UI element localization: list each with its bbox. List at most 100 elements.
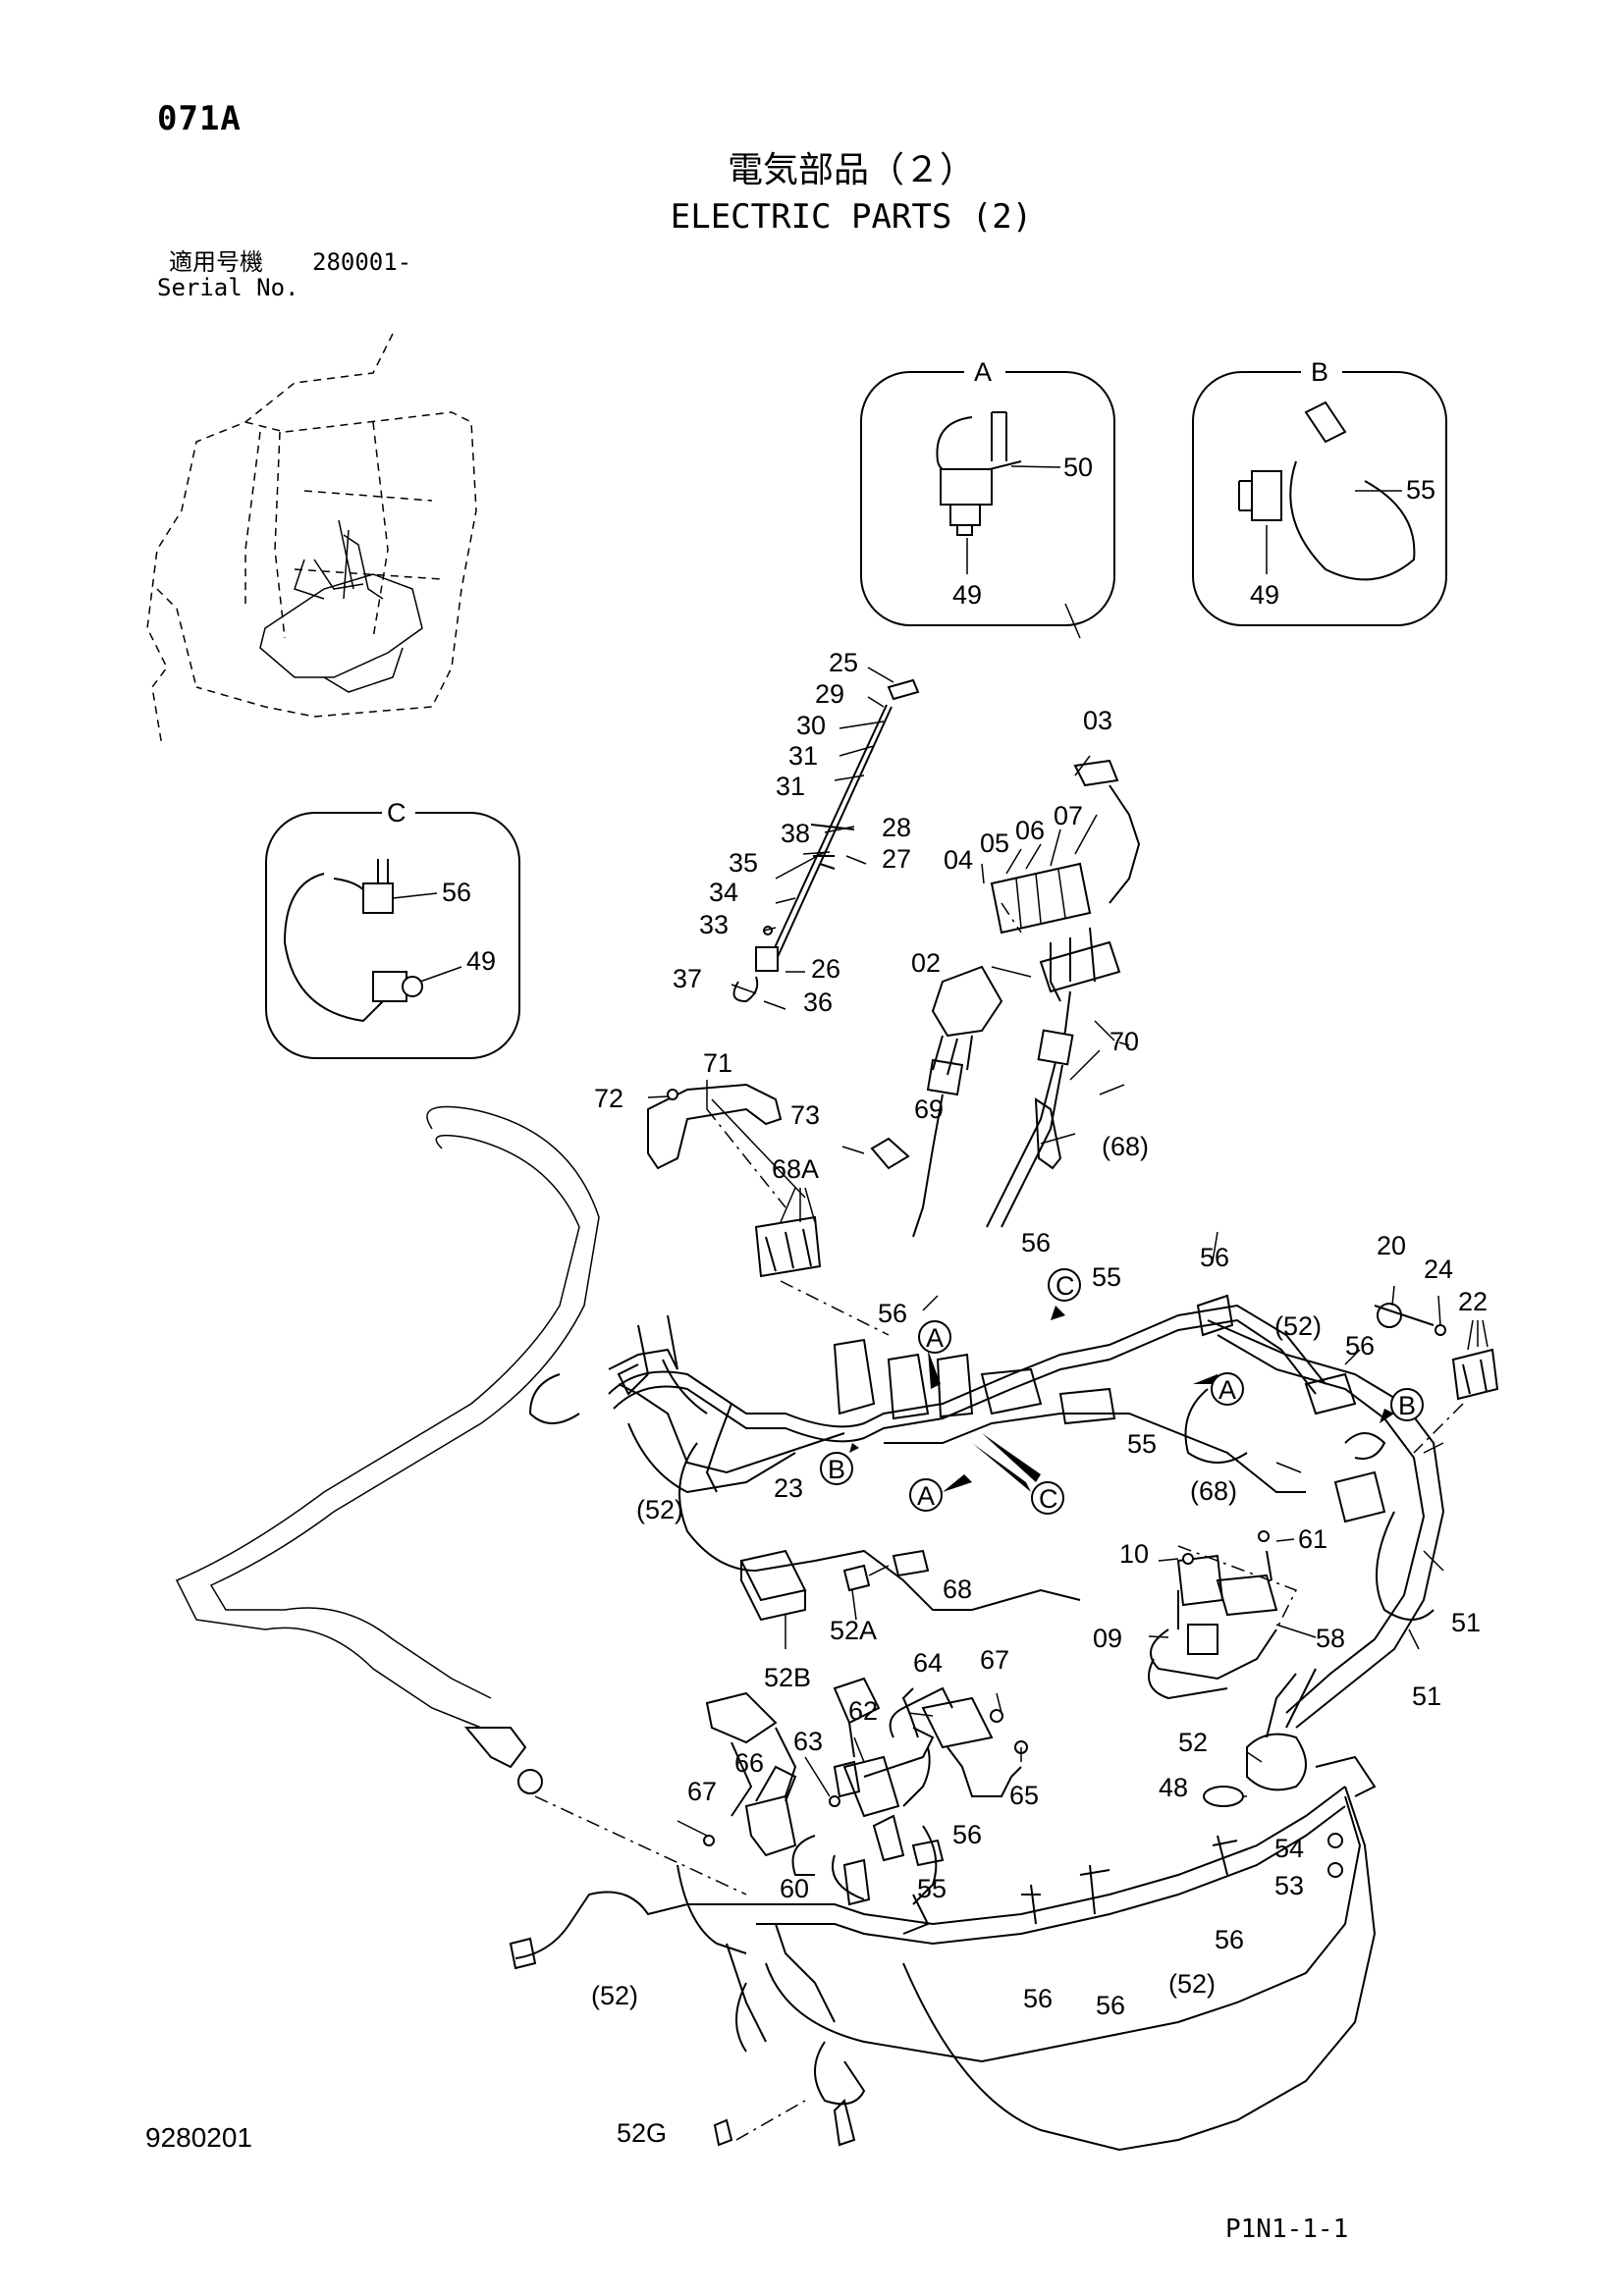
serial-label-japanese: 適用号機 <box>169 248 263 276</box>
callout-52: 52 <box>1178 1728 1208 1757</box>
detail-b-part-55: 55 <box>1406 475 1435 505</box>
callout-27: 27 <box>882 844 911 874</box>
callout-65: 65 <box>1009 1781 1039 1810</box>
relay-52b <box>739 1549 930 1649</box>
callout-31a: 31 <box>788 741 818 771</box>
detail-c: C 56 49 <box>265 798 520 1059</box>
callout-72: 72 <box>594 1084 623 1113</box>
callout-56-d: 56 <box>1345 1331 1375 1361</box>
main-harness <box>528 1294 1445 1729</box>
callout-56-e: 56 <box>952 1820 982 1849</box>
switch-panel <box>912 755 1141 1238</box>
callout-54: 54 <box>1274 1834 1304 1863</box>
flag-b-2: B <box>1398 1391 1416 1420</box>
callout-56-a: 56 <box>1021 1228 1051 1257</box>
callout-56-h: 56 <box>1096 1991 1125 2020</box>
callout-56-b: 56 <box>878 1299 907 1328</box>
callout-58: 58 <box>1316 1624 1345 1653</box>
callout-60: 60 <box>780 1874 809 1903</box>
detail-c-part-56: 56 <box>442 878 471 907</box>
callout-34: 34 <box>709 878 738 907</box>
callout-68A: 68A <box>772 1154 819 1184</box>
callout-24: 24 <box>1424 1255 1453 1284</box>
flag-a-3: A <box>917 1481 935 1511</box>
callout-48: 48 <box>1159 1773 1188 1802</box>
parts-20-22-24 <box>1374 1285 1499 1454</box>
callout-56-c: 56 <box>1200 1243 1229 1272</box>
cab-overview <box>146 333 477 747</box>
callout-52G: 52G <box>617 2118 667 2148</box>
detail-a-part-49: 49 <box>952 580 982 610</box>
callout-55-a: 55 <box>1092 1262 1121 1292</box>
callout-55-b: 55 <box>1127 1429 1157 1459</box>
callout-09: 09 <box>1093 1624 1122 1653</box>
serial-number: 280001- <box>312 248 412 276</box>
detail-b-part-49: 49 <box>1250 580 1279 610</box>
callout-53: 53 <box>1274 1871 1304 1900</box>
callout-36: 36 <box>803 988 833 1017</box>
callout-10: 10 <box>1119 1539 1149 1569</box>
callout-73: 73 <box>790 1100 820 1130</box>
detail-b: B 55 49 <box>1192 357 1447 626</box>
callout-52-paren-4: (52) <box>1168 1969 1216 1999</box>
callout-35: 35 <box>729 848 758 878</box>
callout-20: 20 <box>1377 1231 1406 1260</box>
detail-b-letter: B <box>1311 357 1328 387</box>
document-code: 071A <box>157 99 242 138</box>
flag-c-2: C <box>1039 1484 1058 1514</box>
callout-67-b: 67 <box>687 1777 717 1806</box>
callout-64: 64 <box>913 1648 943 1678</box>
callout-23: 23 <box>774 1473 803 1503</box>
leader-lines <box>922 603 1444 1797</box>
callout-51-a: 51 <box>1451 1608 1481 1637</box>
callout-61: 61 <box>1298 1524 1327 1554</box>
callout-05: 05 <box>980 828 1009 858</box>
callout-28: 28 <box>882 813 911 842</box>
callout-69: 69 <box>914 1095 944 1124</box>
flag-a-2: A <box>1218 1375 1236 1405</box>
callout-30: 30 <box>796 711 826 740</box>
callout-03: 03 <box>1083 706 1112 735</box>
callout-71: 71 <box>703 1048 732 1078</box>
lower-harness <box>705 1668 1377 2152</box>
callout-52-paren-3: (52) <box>591 1981 638 2010</box>
callout-68: 68 <box>943 1575 972 1604</box>
callout-56-g: 56 <box>1023 1984 1053 2013</box>
detail-a-part-50: 50 <box>1063 453 1093 482</box>
callout-62: 62 <box>848 1696 878 1726</box>
callout-52-paren-1: (52) <box>1274 1311 1322 1341</box>
rod-assembly <box>731 667 920 1010</box>
bracket-relay-group <box>647 1080 910 1336</box>
component-09-58-group <box>1148 1530 1317 1700</box>
hose-outline <box>175 1105 747 1896</box>
flag-a-1: A <box>926 1323 944 1353</box>
callout-56-f: 56 <box>1215 1925 1244 1954</box>
callout-07: 07 <box>1054 801 1083 830</box>
callout-labels: 25 29 30 31 31 28 38 27 35 34 33 26 37 3… <box>591 648 1488 2148</box>
callout-52-paren-2: (52) <box>636 1495 683 1524</box>
callout-31b: 31 <box>776 772 805 801</box>
callout-55-c: 55 <box>917 1874 947 1903</box>
flag-b-1: B <box>828 1455 845 1484</box>
page-reference: P1N1-1-1 <box>1225 2215 1349 2244</box>
callout-51-b: 51 <box>1412 1682 1441 1711</box>
callout-52B: 52B <box>764 1663 811 1692</box>
document-number: 9280201 <box>145 2122 253 2153</box>
callout-22: 22 <box>1458 1287 1488 1316</box>
serial-label-english: Serial No. <box>157 274 299 301</box>
callout-04: 04 <box>944 845 973 875</box>
callout-06: 06 <box>1015 816 1045 845</box>
callout-52A: 52A <box>830 1616 877 1645</box>
callout-29: 29 <box>815 679 844 709</box>
callout-26: 26 <box>811 954 840 984</box>
callout-02: 02 <box>911 948 941 978</box>
detail-c-letter: C <box>387 798 406 828</box>
callout-67-a: 67 <box>980 1645 1009 1675</box>
callout-33: 33 <box>699 910 729 939</box>
detail-a: A 50 49 <box>860 357 1115 626</box>
title-english: ELECTRIC PARTS (2) <box>670 197 1033 237</box>
lower-parts-60-67 <box>677 1692 1028 1906</box>
detail-a-letter: A <box>974 357 992 387</box>
flag-markers: A A A B B C C <box>820 1268 1424 1515</box>
